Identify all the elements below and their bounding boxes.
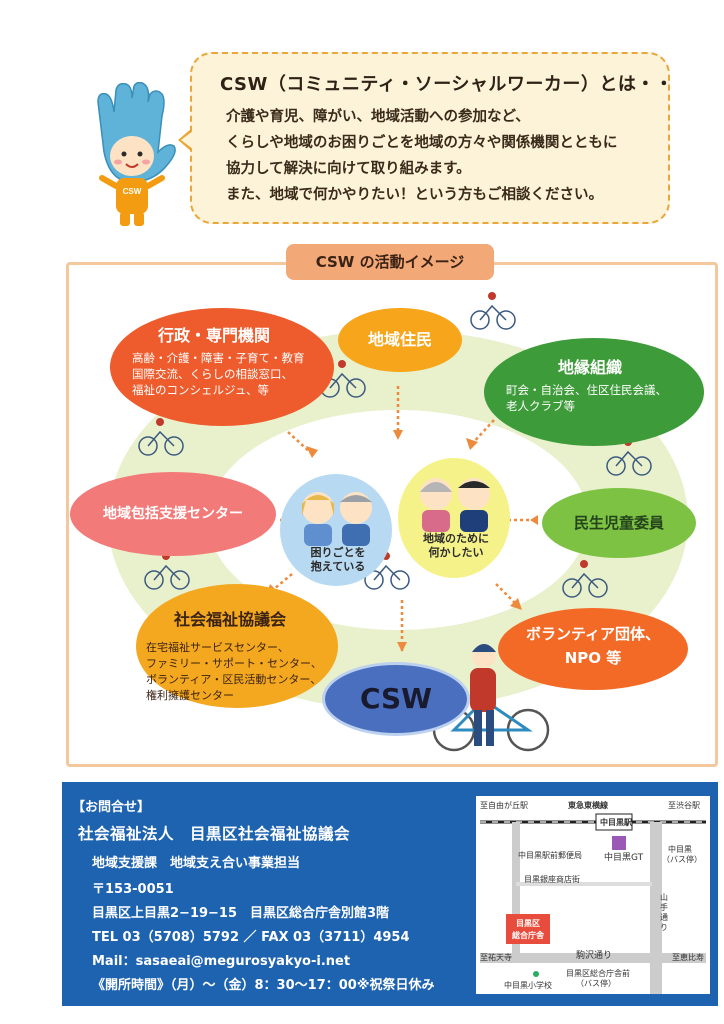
contact-heading: 【お問合せ】 bbox=[72, 800, 151, 815]
node-title: 行政・専門機関 bbox=[158, 326, 271, 345]
node-csw: CSW bbox=[322, 662, 470, 736]
node-government-agencies: 行政・専門機関 高齢・介護・障害・子育て・教育 国際交流、くらしの相談窓口、 福… bbox=[110, 308, 334, 426]
csw-mascot-illustration: CSW bbox=[97, 82, 176, 226]
node-volunteer-groups: ボランティア団体、 NPO 等 bbox=[498, 608, 688, 690]
department-name: 地域支援課 地域支え合い事業担当 bbox=[92, 856, 301, 871]
diagram-title: CSW の活動イメージ bbox=[286, 244, 494, 280]
body-line: くらしや地域のお困りごとを地域の方々や関係機関とともに bbox=[226, 135, 618, 151]
csw-definition-title: CSW（コミュニティ・ソーシャルワーカー）とは・・ bbox=[220, 74, 674, 95]
node-description: 町会・自治会、住区住民会議、 老人クラブ等 bbox=[506, 383, 667, 413]
address: 目黒区上目黒2−19−15 目黒区総合庁舎別館3階 bbox=[92, 906, 390, 921]
node-title: ボランティア団体、 NPO 等 bbox=[525, 625, 661, 667]
node-title: 地域包括支援センター bbox=[103, 506, 243, 522]
speech-bubble bbox=[190, 52, 670, 224]
node-title: CSW bbox=[359, 682, 433, 715]
people-in-trouble-label: 困りごとを 抱えている bbox=[310, 546, 366, 573]
helpful-people-label: 地域のために 何かしたい bbox=[423, 532, 489, 559]
worried-people-icon bbox=[302, 492, 372, 546]
postal-code: 〒153-0051 bbox=[92, 882, 174, 897]
phone-fax: TEL 03（5708）5792 ／ FAX 03（3711）4954 bbox=[92, 930, 410, 945]
email-link[interactable]: Mail：sasaeai@megurosyakyo-i.net bbox=[92, 954, 351, 969]
people-in-trouble-bubble bbox=[280, 474, 392, 586]
cyclist-icon bbox=[144, 552, 190, 590]
organization-name: 社会福祉法人 目黒区社会福祉協議会 bbox=[78, 825, 351, 843]
node-title: 民生児童委員 bbox=[573, 514, 664, 532]
node-title: 社会福祉協議会 bbox=[174, 610, 287, 629]
helpful-people-icon bbox=[420, 478, 490, 532]
node-community-organizations: 地縁組織 町会・自治会、住区住民会議、 老人クラブ等 bbox=[484, 338, 704, 446]
cyclist-icon bbox=[138, 418, 184, 456]
body-line: 協力して解決に向けて取り組みます。 bbox=[226, 161, 471, 177]
mascot-label: CSW bbox=[123, 187, 142, 196]
body-line: また、地域で何かやりたい！という方もご相談ください。 bbox=[226, 187, 603, 203]
node-social-welfare-council: 社会福祉協議会 在宅福祉サービスセンター、 ファミリー・サポート・センター、 ボ… bbox=[136, 584, 338, 708]
helpful-people-bubble bbox=[398, 458, 510, 578]
access-map: 至自由が丘駅 東急東横線 至渋谷駅 中目黒駅 中目黒GT 中目黒駅前郵便局 中目… bbox=[476, 796, 710, 994]
body-line: 介護や育児、障がい、地域活動への参加など、 bbox=[226, 109, 530, 125]
cyclist-icon bbox=[470, 292, 516, 330]
csw-definition-body: 介護や育児、障がい、地域活動への参加など、 くらしや地域のお困りごとを地域の方々… bbox=[226, 104, 617, 208]
node-title: 地域住民 bbox=[367, 330, 432, 349]
map-lines bbox=[480, 813, 706, 994]
node-local-residents: 地域住民 bbox=[338, 308, 462, 372]
opening-hours: 《開所時間》（月）〜（金）8：30〜17：00※祝祭日休み bbox=[92, 978, 435, 993]
node-description: 高齢・介護・障害・子育て・教育 国際交流、くらしの相談窓口、 福祉のコンシェルジ… bbox=[132, 351, 305, 397]
node-welfare-commissioners: 民生児童委員 bbox=[542, 488, 696, 558]
cyclist-icon bbox=[562, 560, 608, 598]
node-title: 地縁組織 bbox=[558, 358, 623, 377]
node-description: 在宅福祉サービスセンター、 ファミリー・サポート・センター、 ボランティア・区民… bbox=[146, 641, 322, 702]
node-community-support-center: 地域包括支援センター bbox=[70, 472, 276, 556]
